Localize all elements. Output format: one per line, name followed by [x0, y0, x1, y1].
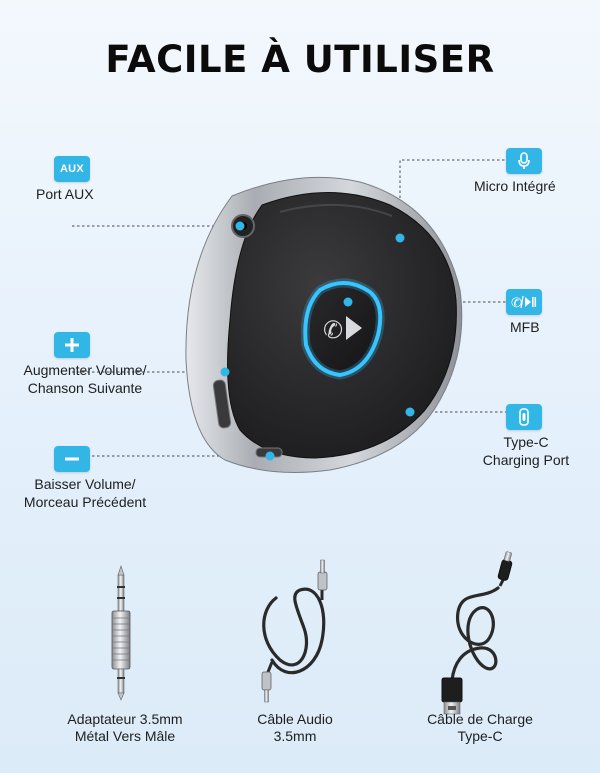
microphone-icon — [518, 152, 530, 169]
volume-up-label: Augmenter Volume/ Chanson Suivante — [10, 361, 160, 397]
plus-icon — [65, 338, 79, 352]
aux-port-label: Port AUX — [36, 186, 94, 202]
audio-cable-image — [261, 559, 328, 703]
aux-text-icon: AUX — [59, 163, 85, 175]
adapter-image — [111, 565, 131, 701]
volume-up-line2: Chanson Suivante — [27, 380, 143, 396]
volume-up-badge — [54, 332, 90, 358]
charging-cable-image — [441, 551, 513, 715]
volume-down-line2: Morceau Précédent — [23, 494, 147, 510]
volume-up-line1: Augmenter Volume/ — [23, 362, 147, 378]
volume-down-line1: Baisser Volume/ — [34, 476, 136, 492]
usb-c-icon — [519, 408, 529, 426]
page-title: FACILE À UTILISER — [105, 38, 495, 81]
phone-play-pause-icon: ✆ — [511, 295, 537, 310]
type-c-label: Type-C Charging Port — [466, 433, 586, 469]
aux-badge: AUX — [54, 156, 90, 182]
type-c-badge — [506, 404, 542, 430]
mfb-label: MFB — [510, 319, 540, 335]
accessory-adapter-label: Adaptateur 3.5mm Métal Vers Mâle — [40, 711, 210, 745]
volume-down-badge — [54, 446, 90, 472]
mic-label: Micro Intégré — [474, 178, 556, 194]
mic-badge — [506, 148, 542, 174]
accessory-audio-cable-line2: 3.5mm — [273, 728, 317, 744]
type-c-line2: Charging Port — [482, 452, 570, 468]
mfb-badge: ✆ — [506, 289, 542, 315]
accessory-audio-cable-label: Câble Audio 3.5mm — [220, 711, 370, 745]
svg-text:✆: ✆ — [511, 296, 522, 310]
accessory-charging-cable-line1: Câble de Charge — [427, 711, 533, 727]
volume-down-label: Baisser Volume/ Morceau Précédent — [10, 475, 160, 511]
accessory-charging-cable-label: Câble de Charge Type-C — [400, 711, 560, 745]
accessory-audio-cable-line1: Câble Audio — [257, 711, 333, 727]
type-c-line1: Type-C — [503, 434, 549, 450]
accessory-charging-cable-line2: Type-C — [457, 728, 503, 744]
accessory-adapter-line1: Adaptateur 3.5mm — [67, 711, 183, 727]
minus-icon — [65, 457, 79, 461]
accessory-adapter-line2: Métal Vers Mâle — [74, 728, 176, 744]
svg-text:✆: ✆ — [323, 316, 343, 344]
